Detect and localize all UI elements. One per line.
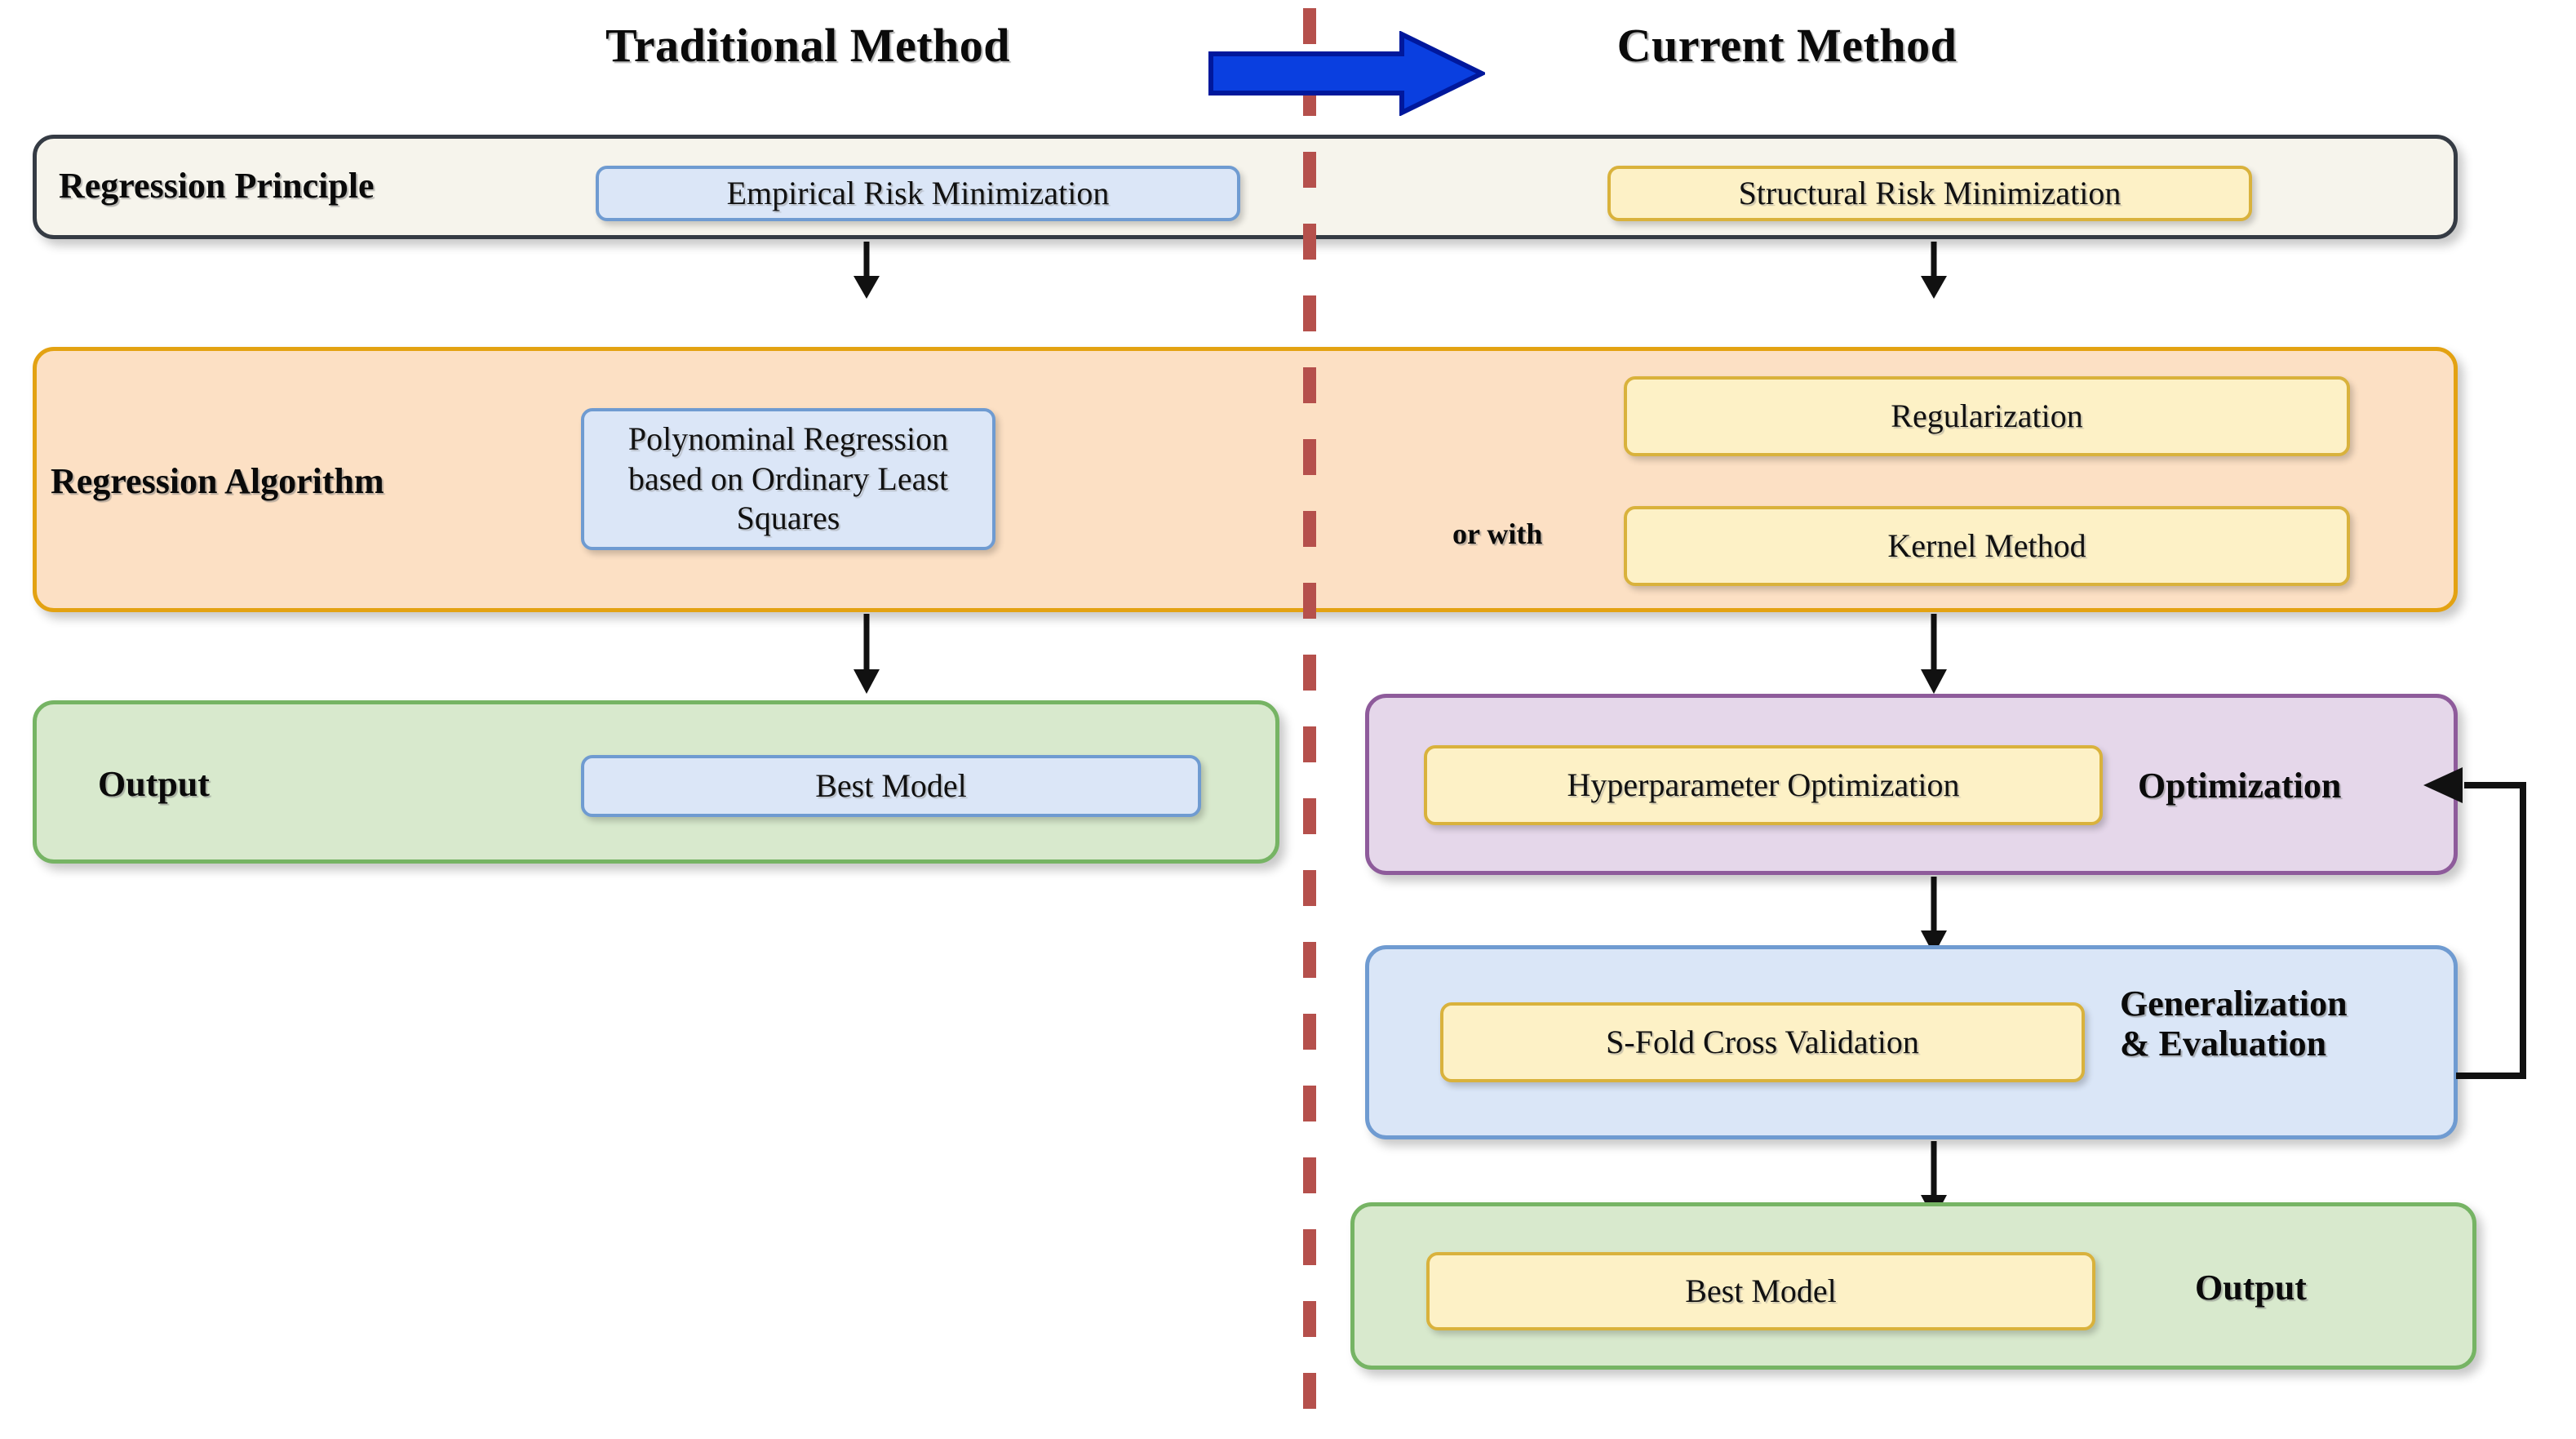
chip-left-best-model[interactable]: Best Model: [581, 755, 1201, 817]
chip-polynomial-regression-ols[interactable]: Polynominal Regression based on Ordinary…: [581, 408, 995, 550]
feedback-loop-arrow-icon: [2423, 767, 2526, 1079]
chip-regularization[interactable]: Regularization: [1624, 376, 2350, 456]
column-title-traditional: Traditional Method: [605, 19, 1011, 72]
chip-kernel-method[interactable]: Kernel Method: [1624, 506, 2350, 586]
down-arrow-left-principle-to-algorithm: [853, 242, 880, 299]
panel-label-optimization: Optimization: [2138, 766, 2342, 806]
panel-label-right-output: Output: [2195, 1268, 2307, 1308]
down-arrow-right-principle-to-algorithm: [1921, 242, 1947, 299]
chip-hyperparameter-optimization[interactable]: Hyperparameter Optimization: [1424, 745, 2103, 825]
panel-label-regression-principle: Regression Principle: [59, 166, 375, 206]
panel-label-generalization-evaluation: Generalization & Evaluation: [2120, 984, 2348, 1064]
down-arrow-right-algorithm-to-optimization: [1921, 614, 1947, 694]
right-block-arrow-icon: [1208, 31, 1485, 116]
panel-label-left-output: Output: [98, 764, 210, 804]
chip-structural-risk-minimization[interactable]: Structural Risk Minimization: [1607, 166, 2252, 221]
down-arrow-left-algorithm-to-output: [853, 614, 880, 694]
chip-empirical-risk-minimization[interactable]: Empirical Risk Minimization: [596, 166, 1240, 221]
chip-s-fold-cross-validation[interactable]: S-Fold Cross Validation: [1440, 1002, 2085, 1082]
down-arrow-optimization-to-generalization: [1921, 877, 1947, 955]
chip-right-best-model[interactable]: Best Model: [1426, 1252, 2095, 1330]
panel-label-regression-algorithm: Regression Algorithm: [51, 461, 384, 501]
vertical-dashed-divider-icon: [1303, 8, 1316, 1437]
label-or-with: or with: [1452, 517, 1543, 550]
column-title-current: Current Method: [1616, 19, 1957, 72]
